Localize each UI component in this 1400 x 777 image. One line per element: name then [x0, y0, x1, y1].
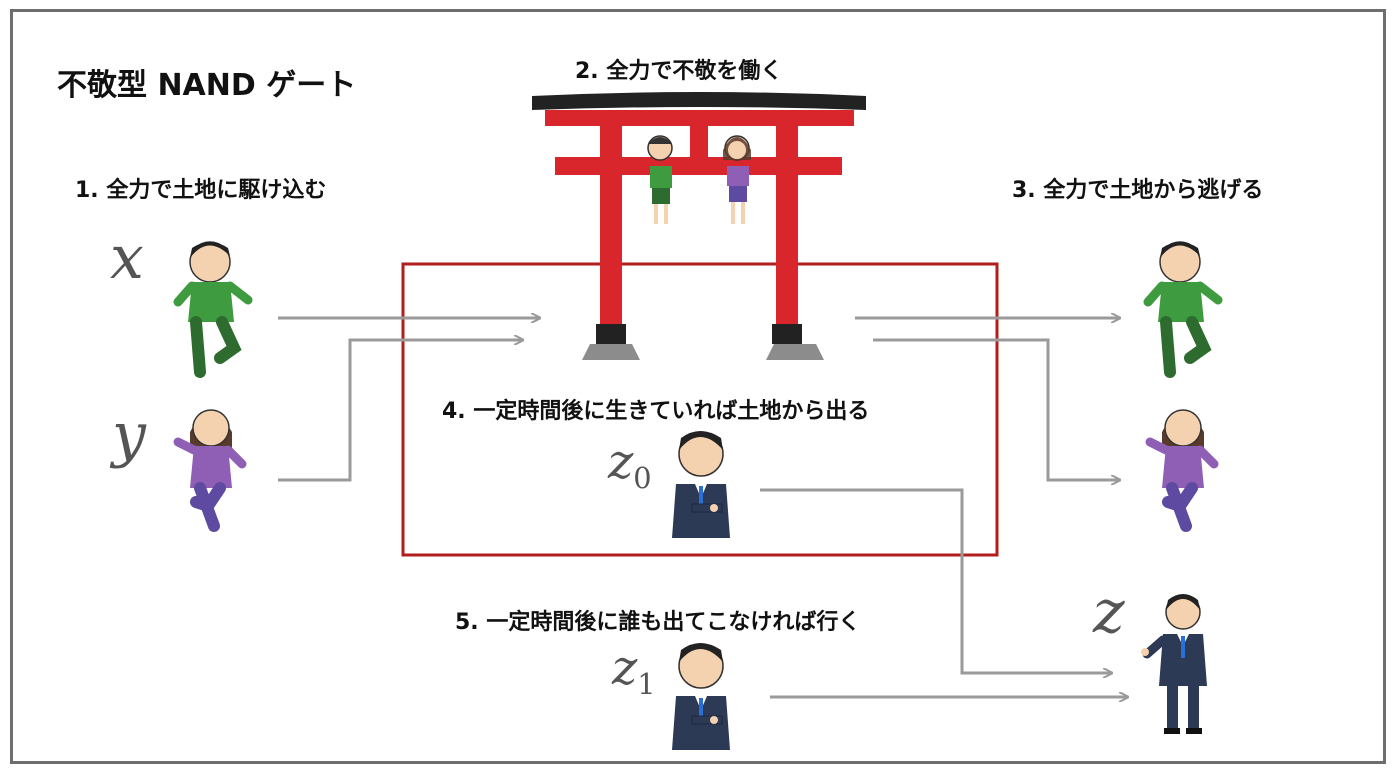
diagram-title: 不敬型 NAND ゲート: [57, 68, 357, 103]
running-boy-icon: [173, 241, 253, 378]
torii-gate-icon: [532, 92, 866, 360]
salaryman-watch-icon: [672, 431, 730, 538]
step-3-label: 3. 全力で土地から逃げる: [1012, 178, 1264, 203]
step-2-label: 2. 全力で不敬を働く: [575, 59, 783, 84]
arrow-y-to-torii: [278, 340, 523, 482]
step-5-label: 5. 一定時間後に誰も出てこなければ行く: [455, 610, 861, 635]
salaryman-watch-2-icon: [672, 643, 730, 750]
var-z: z: [1093, 577, 1125, 647]
var-z0: z0: [608, 434, 652, 496]
var-z1: z1: [612, 640, 656, 702]
step-4-label: 4. 一定時間後に生きていれば土地から出る: [442, 399, 870, 424]
var-y: y: [112, 400, 146, 470]
highlight-box: [401, 262, 999, 557]
salaryman-guide-icon: [1141, 594, 1207, 734]
hanging-boy-icon: [647, 135, 673, 224]
arrow-z0-to-z: [760, 488, 1112, 673]
step-1-label: 1. 全力で土地に駆け込む: [75, 178, 327, 203]
hanging-girl-icon: [723, 135, 751, 224]
var-x: x: [110, 223, 144, 293]
diagram-frame: [10, 9, 1386, 764]
running-girl-exit-icon: [1145, 409, 1219, 532]
running-boy-exit-icon: [1143, 241, 1223, 378]
arrows: [278, 318, 1128, 697]
running-girl-icon: [173, 409, 247, 532]
arrow-torii-to-y-exit: [873, 338, 1120, 480]
